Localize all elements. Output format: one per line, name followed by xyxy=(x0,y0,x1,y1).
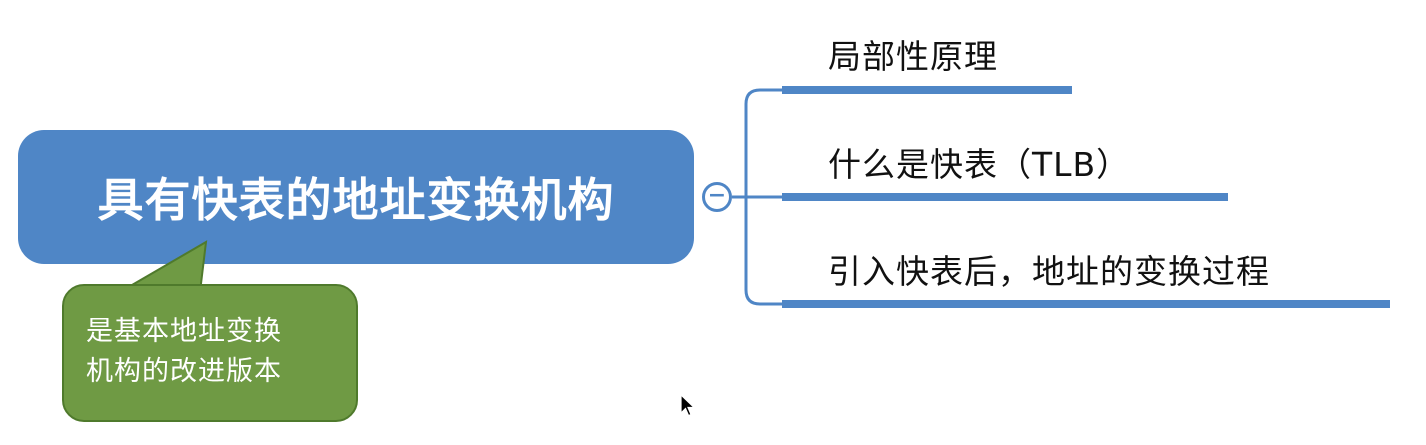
collapse-symbol: − xyxy=(707,182,727,208)
callout-tail-joint xyxy=(122,286,202,298)
central-topic-node[interactable]: 具有快表的地址变换机构 xyxy=(18,130,694,264)
mouse-pointer-icon xyxy=(680,394,696,417)
collapse-minus-icon[interactable]: − xyxy=(702,182,732,212)
branch-underline-1 xyxy=(782,86,1072,94)
callout-note[interactable]: 是基本地址变换 机构的改进版本 xyxy=(62,284,358,422)
callout-line-2: 机构的改进版本 xyxy=(86,356,282,387)
callout-text: 是基本地址变换 机构的改进版本 xyxy=(86,312,346,392)
branch-topic-translation-process[interactable]: 引入快表后，地址的变换过程 xyxy=(828,252,1270,291)
branch-underline-3 xyxy=(782,300,1390,308)
branch-topic-locality-principle[interactable]: 局部性原理 xyxy=(828,37,998,76)
central-topic-title: 具有快表的地址变换机构 xyxy=(97,173,615,227)
branch-underline-2 xyxy=(782,193,1228,201)
callout-line-1: 是基本地址变换 xyxy=(86,316,282,347)
branch-topic-what-is-tlb[interactable]: 什么是快表（TLB） xyxy=(828,145,1131,184)
